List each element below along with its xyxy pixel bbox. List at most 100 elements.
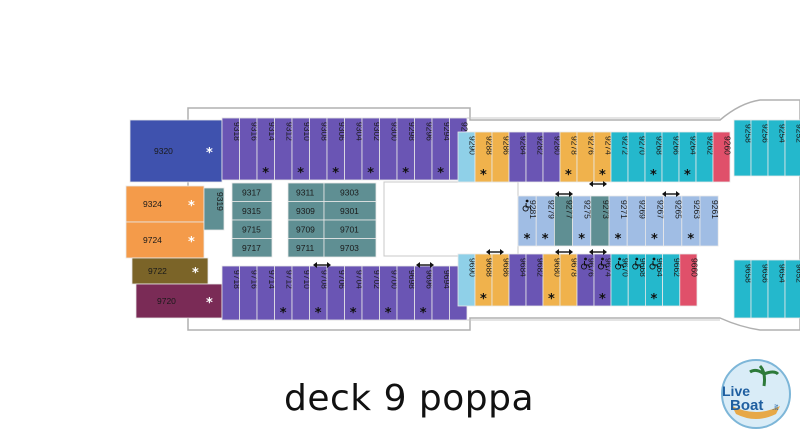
star-marker-9281: * bbox=[524, 232, 531, 247]
cabin-label-9268: 9268 bbox=[655, 136, 665, 155]
cabin-label-9701: 9701 bbox=[340, 224, 359, 234]
cabin-label-9686: 9686 bbox=[502, 258, 512, 277]
cabin-label-9678: 9678 bbox=[570, 258, 580, 277]
cabin-label-9276: 9276 bbox=[587, 136, 597, 155]
cabin-label-9272: 9272 bbox=[621, 136, 631, 155]
cabin-label-9696: 9696 bbox=[424, 270, 434, 289]
connecting-arrow bbox=[589, 249, 607, 255]
star-marker-9700: * bbox=[385, 306, 392, 321]
connecting-arrow bbox=[486, 249, 504, 255]
cabin-9319[interactable] bbox=[203, 187, 225, 231]
star-marker-9268: * bbox=[650, 168, 657, 183]
logo-text-boat: Boat bbox=[730, 397, 763, 414]
cabin-label-9674: 9674 bbox=[604, 258, 614, 277]
cabin-label-9656: 9656 bbox=[761, 264, 771, 283]
cabin-label-9660: 9660 bbox=[689, 258, 699, 277]
cabin-label-9319: 9319 bbox=[215, 192, 225, 211]
cabin-label-9703: 9703 bbox=[340, 243, 359, 253]
accessible-icon bbox=[580, 257, 590, 270]
cabin-label-9668: 9668 bbox=[638, 258, 648, 277]
cabin-9724[interactable] bbox=[125, 221, 205, 259]
star-marker-9306: * bbox=[332, 166, 339, 181]
cabin-label-9320: 9320 bbox=[154, 146, 173, 156]
connecting-arrow bbox=[313, 262, 331, 268]
cabin-9722[interactable] bbox=[131, 257, 209, 285]
star-marker-9263: * bbox=[687, 232, 694, 247]
star-marker-9674: * bbox=[599, 292, 606, 307]
cabin-label-9718: 9718 bbox=[232, 270, 242, 289]
cabin-label-9664: 9664 bbox=[655, 258, 665, 277]
connecting-arrow bbox=[416, 262, 434, 268]
star-marker-9264: * bbox=[684, 168, 691, 183]
cabin-label-9680: 9680 bbox=[553, 258, 563, 277]
cabin-9660[interactable] bbox=[679, 253, 698, 307]
star-marker-9278: * bbox=[565, 168, 572, 183]
cabin-9252[interactable] bbox=[784, 119, 800, 177]
cabin-label-9271: 9271 bbox=[619, 200, 629, 219]
cabin-label-9254: 9254 bbox=[778, 124, 788, 143]
cabin-label-9717: 9717 bbox=[242, 243, 261, 253]
star-marker-9724: * bbox=[188, 235, 195, 250]
cabin-label-9302: 9302 bbox=[372, 122, 382, 141]
liveboat-logo: Live Boat .it bbox=[721, 359, 791, 429]
cabin-label-9670: 9670 bbox=[621, 258, 631, 277]
cabin-label-9273: 9273 bbox=[601, 200, 611, 219]
star-marker-9302: * bbox=[367, 166, 374, 181]
cabin-label-9274: 9274 bbox=[604, 136, 614, 155]
cabin-label-9265: 9265 bbox=[674, 200, 684, 219]
cabin-label-9702: 9702 bbox=[372, 270, 382, 289]
logo-text-live: Live bbox=[722, 383, 750, 399]
star-marker-9708: * bbox=[315, 306, 322, 321]
cabin-label-9318: 9318 bbox=[232, 122, 242, 141]
cabin-label-9694: 9694 bbox=[442, 270, 452, 289]
star-marker-9275: * bbox=[578, 232, 585, 247]
star-marker-9288: * bbox=[480, 168, 487, 183]
connecting-arrow bbox=[662, 191, 680, 197]
cabin-9703[interactable] bbox=[323, 238, 377, 258]
cabin-label-9662: 9662 bbox=[672, 258, 682, 277]
cabin-label-9312: 9312 bbox=[284, 122, 294, 141]
cabin-label-9311: 9311 bbox=[296, 187, 315, 197]
cabin-label-9700: 9700 bbox=[389, 270, 399, 289]
cabin-9717[interactable] bbox=[231, 238, 273, 258]
cabin-9720[interactable] bbox=[135, 283, 223, 319]
cabin-label-9310: 9310 bbox=[302, 122, 312, 141]
cabin-label-9682: 9682 bbox=[536, 258, 546, 277]
cabin-label-9263: 9263 bbox=[692, 200, 702, 219]
cabin-label-9324: 9324 bbox=[143, 199, 162, 209]
cabin-label-9261: 9261 bbox=[710, 200, 720, 219]
cabin-label-9256: 9256 bbox=[761, 124, 771, 143]
cabin-label-9282: 9282 bbox=[536, 136, 546, 155]
cabin-label-9280: 9280 bbox=[553, 136, 563, 155]
star-marker-9664: * bbox=[651, 292, 658, 307]
cabin-label-9264: 9264 bbox=[689, 136, 699, 155]
cabin-label-9288: 9288 bbox=[485, 136, 495, 155]
cabin-label-9714: 9714 bbox=[267, 270, 277, 289]
cabin-label-9709: 9709 bbox=[296, 224, 315, 234]
cabin-label-9306: 9306 bbox=[337, 122, 347, 141]
cabin-label-9690: 9690 bbox=[468, 258, 478, 277]
cabin-label-9301: 9301 bbox=[340, 206, 359, 216]
cabin-label-9688: 9688 bbox=[485, 258, 495, 277]
cabin-label-9658: 9658 bbox=[744, 264, 754, 283]
star-marker-9271: * bbox=[615, 232, 622, 247]
cabin-label-9710: 9710 bbox=[302, 270, 312, 289]
cabin-label-9711: 9711 bbox=[296, 243, 315, 253]
cabin-label-9722: 9722 bbox=[148, 266, 167, 276]
accessible-icon bbox=[597, 257, 607, 270]
cabin-9320[interactable] bbox=[129, 119, 223, 183]
cabin-9261[interactable] bbox=[699, 195, 719, 247]
cabin-9652[interactable] bbox=[784, 259, 800, 319]
accessible-icon bbox=[649, 257, 659, 270]
cabin-label-9258: 9258 bbox=[744, 124, 754, 143]
cabin-9260[interactable] bbox=[712, 131, 731, 183]
cabin-label-9716: 9716 bbox=[249, 270, 259, 289]
cabin-label-9286: 9286 bbox=[502, 136, 512, 155]
star-marker-9680: * bbox=[548, 292, 555, 307]
star-marker-9712: * bbox=[280, 306, 287, 321]
cabin-label-9266: 9266 bbox=[672, 136, 682, 155]
star-marker-9688: * bbox=[480, 292, 487, 307]
cabin-label-9284: 9284 bbox=[519, 136, 529, 155]
cabin-label-9684: 9684 bbox=[519, 258, 529, 277]
